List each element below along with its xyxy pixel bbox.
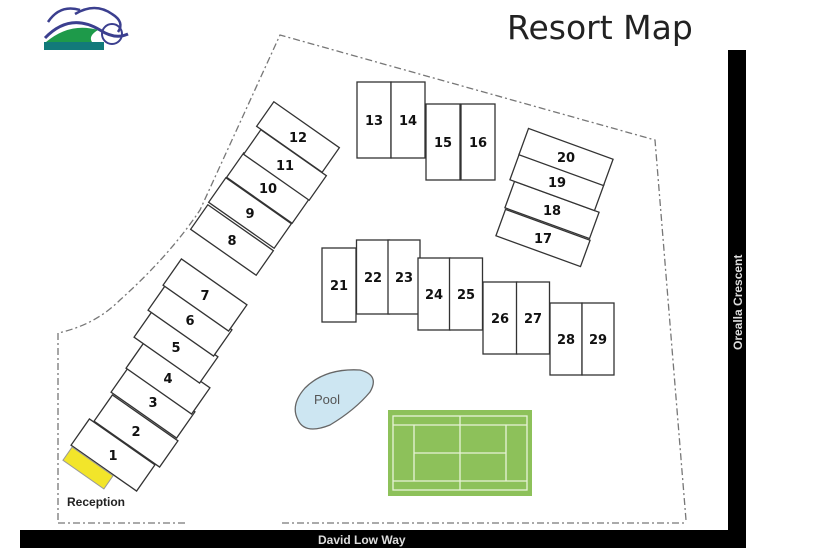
unit-outline (495, 208, 591, 268)
page-title: Resort Map (507, 8, 693, 47)
unit-number: 26 (491, 312, 509, 327)
unit-outline (549, 302, 583, 376)
resort-logo (43, 6, 129, 50)
unit-number: 1 (108, 449, 117, 464)
unit-14[interactable]: 14 (390, 81, 426, 159)
unit-outline (390, 81, 426, 159)
unit-7[interactable]: 7 (162, 258, 248, 332)
tennis-court[interactable] (388, 410, 532, 496)
reception[interactable] (62, 446, 114, 490)
unit-number: 9 (245, 207, 254, 222)
unit-number: 8 (227, 234, 236, 249)
unit-number: 19 (548, 176, 566, 191)
unit-number: 7 (200, 289, 209, 304)
unit-outline (387, 239, 421, 315)
unit-29[interactable]: 29 (581, 302, 615, 376)
road-orealla-crescent: Orealla Crescent (728, 50, 746, 548)
unit-2[interactable]: 2 (93, 394, 179, 468)
unit-26[interactable]: 26 (482, 281, 518, 355)
unit-number: 12 (289, 131, 307, 146)
unit-outline (355, 239, 391, 315)
unit-outline (93, 394, 179, 468)
road-label-right: Orealla Crescent (731, 255, 745, 350)
unit-number: 5 (171, 341, 180, 356)
unit-number: 24 (425, 288, 443, 303)
unit-number: 17 (534, 232, 552, 247)
unit-13[interactable]: 13 (356, 81, 392, 159)
unit-outline (356, 81, 392, 159)
unit-19[interactable]: 19 (509, 152, 605, 212)
road-label-bottom: David Low Way (318, 533, 406, 547)
unit-outline (255, 100, 341, 174)
unit-25[interactable]: 25 (448, 257, 484, 331)
unit-number: 16 (469, 136, 487, 151)
unit-17[interactable]: 17 (495, 208, 591, 268)
unit-number: 27 (524, 312, 542, 327)
unit-number: 4 (163, 372, 172, 387)
unit-20[interactable]: 20 (518, 127, 614, 187)
unit-outline (162, 258, 248, 332)
unit-number: 18 (543, 204, 561, 219)
unit-number: 29 (589, 333, 607, 348)
unit-number: 22 (364, 271, 382, 286)
unit-28[interactable]: 28 (549, 302, 583, 376)
unit-number: 25 (457, 288, 475, 303)
unit-number: 20 (557, 151, 575, 166)
pool[interactable] (294, 369, 374, 430)
unit-9[interactable]: 9 (207, 176, 293, 250)
unit-15[interactable]: 15 (425, 103, 461, 181)
unit-outline (518, 127, 614, 187)
unit-12[interactable]: 12 (255, 100, 341, 174)
unit-number: 15 (434, 136, 452, 151)
unit-number: 21 (330, 279, 348, 294)
unit-number: 13 (365, 114, 383, 129)
unit-16[interactable]: 16 (460, 103, 496, 181)
unit-number: 11 (276, 159, 294, 174)
unit-number: 10 (259, 182, 277, 197)
unit-number: 23 (395, 271, 413, 286)
unit-1[interactable]: 1 (70, 418, 156, 492)
unit-24[interactable]: 24 (417, 257, 451, 331)
unit-27[interactable]: 27 (515, 281, 551, 355)
unit-number: 3 (148, 396, 157, 411)
unit-number: 6 (185, 314, 194, 329)
unit-outline (189, 203, 275, 277)
unit-outline (70, 418, 156, 492)
property-boundary (57, 34, 687, 524)
unit-10[interactable]: 10 (225, 151, 311, 225)
unit-8[interactable]: 8 (189, 203, 275, 277)
unit-outline (425, 103, 461, 181)
unit-number: 2 (131, 425, 140, 440)
road-david-low-way: David Low Way (20, 530, 746, 548)
unit-outline (448, 257, 484, 331)
unit-number: 28 (557, 333, 575, 348)
reception-label: Reception (67, 495, 125, 509)
unit-outline (482, 281, 518, 355)
unit-number: 14 (399, 114, 417, 129)
unit-outline (207, 176, 293, 250)
unit-outline (581, 302, 615, 376)
unit-23[interactable]: 23 (387, 239, 421, 315)
unit-22[interactable]: 22 (355, 239, 391, 315)
pool-label: Pool (314, 392, 340, 407)
unit-outline (460, 103, 496, 181)
unit-21[interactable]: 21 (321, 247, 357, 323)
